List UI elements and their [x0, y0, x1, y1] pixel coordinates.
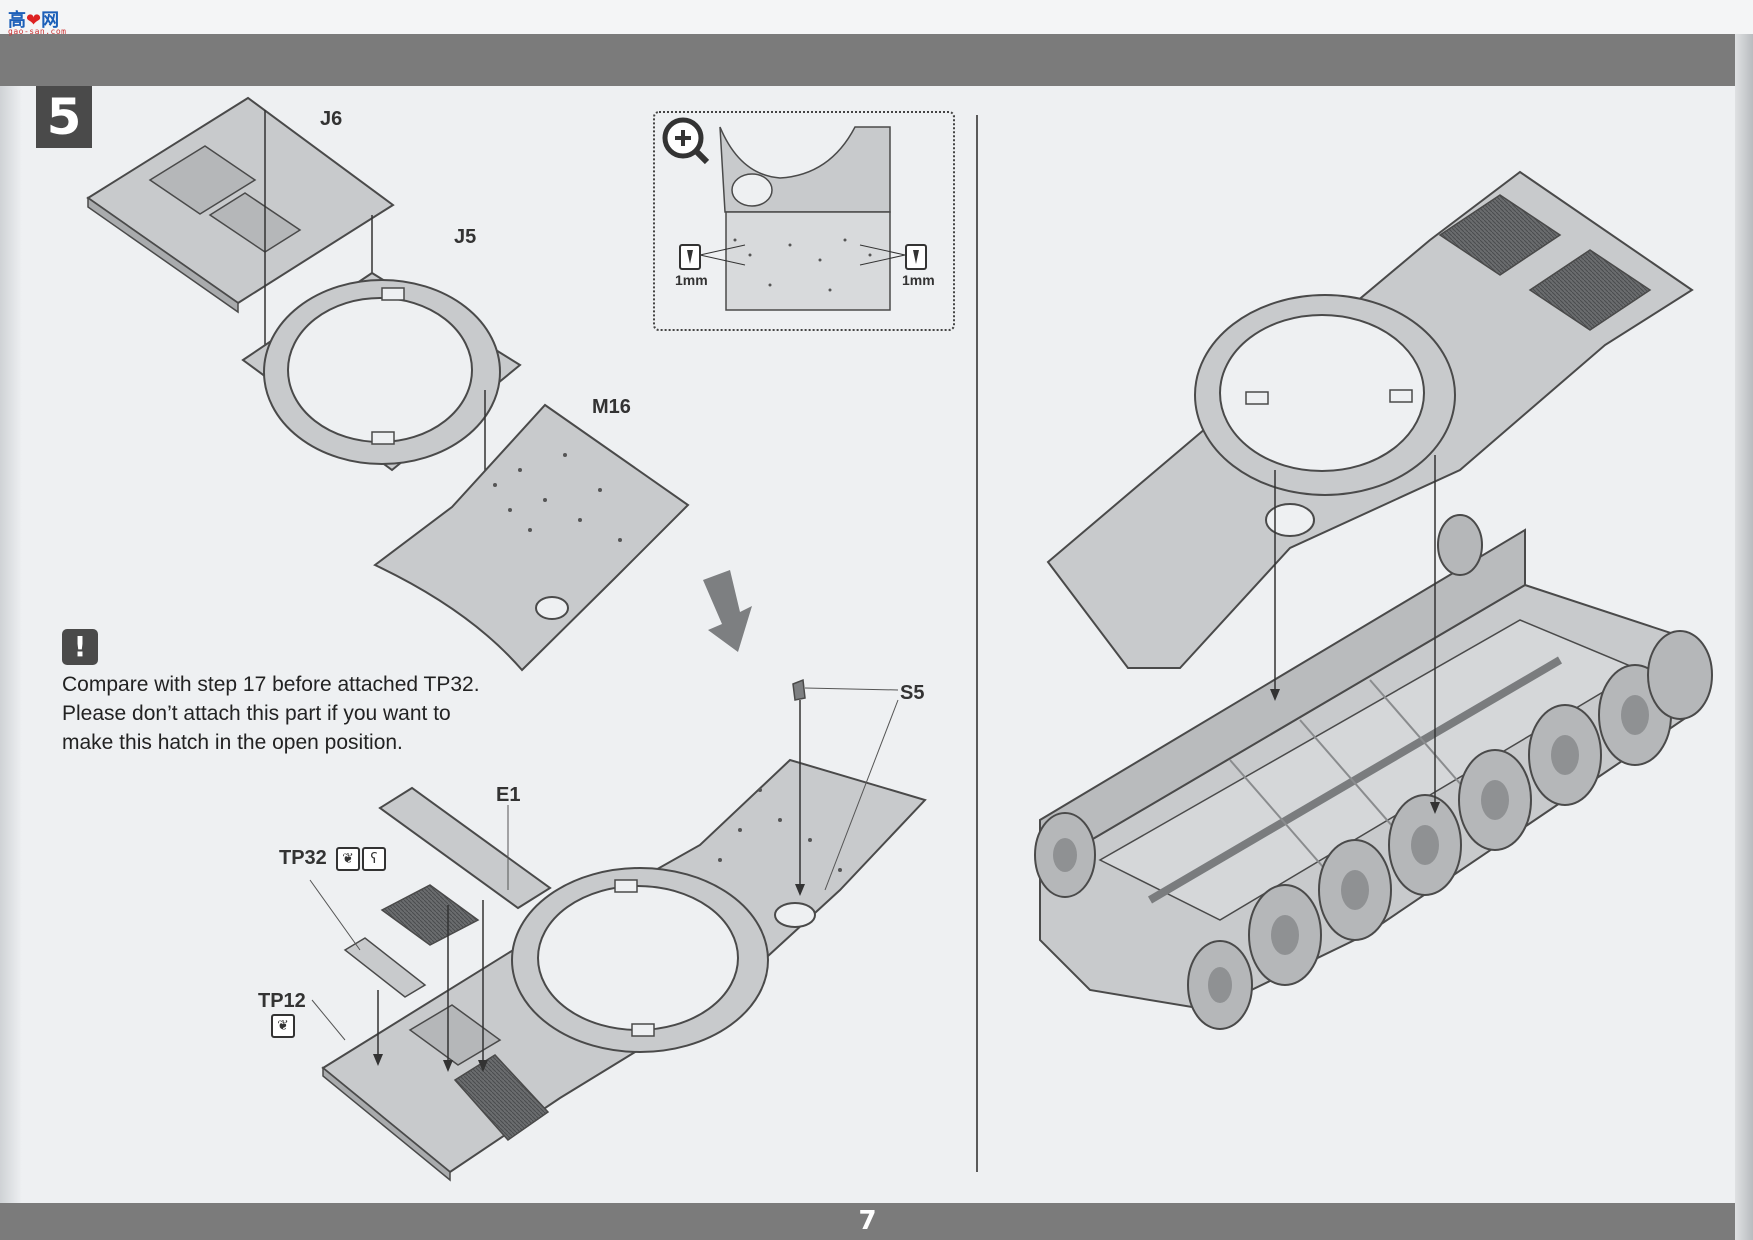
watermark-url: gao-san.com: [8, 27, 67, 36]
part-s5: [792, 678, 806, 701]
guide-arrow: [1270, 689, 1280, 701]
part-j6-plate: [86, 96, 395, 314]
part-e1-strip: [378, 786, 552, 910]
leader-line: [824, 699, 899, 891]
part-label-s5: S5: [900, 682, 925, 704]
part-label-tp32: TP32: [279, 847, 327, 869]
part-label-e1: E1: [496, 784, 521, 806]
step-number: 5: [36, 86, 92, 148]
page-number: 7: [858, 1206, 877, 1236]
guide-arrow: [373, 1054, 383, 1066]
part-label-j6: J6: [320, 108, 343, 130]
assembly-illustration: [86, 96, 1713, 1182]
page-edge: [1735, 34, 1753, 1240]
footer-bar: [0, 1203, 1735, 1240]
part-label-m16: M16: [592, 396, 631, 418]
top-strip: [0, 0, 1753, 34]
bend-icon: ʕ: [362, 847, 386, 871]
instruction-note: Compare with step 17 before attached TP3…: [62, 670, 542, 757]
measure-label-left: 1mm: [675, 272, 708, 288]
assembled-deck: [321, 758, 927, 1182]
drill-icon: [905, 244, 927, 270]
header-bar: [0, 34, 1735, 86]
part-tp12-strip: [343, 937, 427, 998]
column-divider: [976, 115, 978, 1172]
glue-icon: ❦: [336, 847, 360, 871]
assembled-hull: [1034, 170, 1713, 1030]
binding-edge: [0, 86, 22, 1203]
magnify-plus-icon: [662, 117, 710, 165]
guide-arrow: [1430, 802, 1440, 814]
guide-arrow: [478, 1060, 488, 1072]
part-j5-ring: [241, 271, 522, 472]
detail-zoom-box: [653, 111, 955, 331]
direction-arrow-icon: [703, 570, 752, 652]
part-label-tp12: TP12: [258, 990, 306, 1012]
part-m16-plate: [373, 403, 690, 672]
leader-line: [804, 687, 899, 691]
watermark-logo: 高❤网: [8, 6, 59, 32]
watermark-heart-icon: ❤: [26, 10, 42, 31]
watermark-char: 高: [8, 10, 26, 31]
part-label-j5: J5: [454, 226, 477, 248]
watermark-char: 网: [41, 10, 60, 31]
guide-arrow: [443, 1060, 453, 1072]
leader-line: [311, 999, 346, 1041]
leader-line: [309, 879, 361, 951]
guide-arrow: [795, 884, 805, 896]
note-line: Compare with step 17 before attached TP3…: [62, 673, 480, 696]
part-tp32-mesh: [380, 884, 480, 946]
measure-label-right: 1mm: [902, 272, 935, 288]
warning-icon: !: [62, 629, 98, 665]
note-line: make this hatch in the open position.: [62, 731, 403, 754]
glue-icon: ❦: [271, 1014, 295, 1038]
drill-icon: [679, 244, 701, 270]
detail-hull-view: [699, 126, 906, 311]
note-line: Please don’t attach this part if you wan…: [62, 702, 451, 725]
